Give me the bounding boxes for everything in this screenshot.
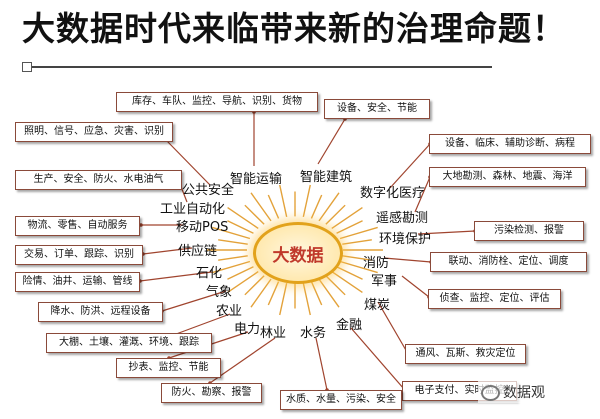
detail-box: 照明、信号、应急、灾害、识别 — [15, 122, 173, 142]
connector-line — [350, 327, 405, 390]
detail-box: 生产、安全、防火、水电油气 — [15, 170, 182, 190]
sunburst-ray — [279, 184, 288, 218]
sunburst-ray — [325, 275, 346, 296]
domain-label: 石化 — [196, 266, 223, 281]
detail-box: 降水、防洪、远程设备 — [38, 302, 163, 322]
watermark: 数据观 — [478, 381, 548, 403]
domain-label: 数字化医疗 — [360, 186, 426, 201]
connector-line — [401, 275, 430, 298]
domain-label: 工业自动化 — [160, 202, 226, 217]
connector-endpoint — [139, 223, 143, 227]
center-node: 大数据 — [253, 222, 343, 284]
sunburst-ray — [212, 260, 251, 274]
domain-label: 气象 — [206, 285, 233, 300]
domain-label: 环境保护 — [379, 232, 432, 247]
connector-line — [139, 271, 213, 282]
sunburst-ray — [218, 255, 248, 261]
sunburst-ray — [318, 278, 340, 308]
sunburst-ray — [227, 220, 254, 234]
detail-box: 污染检测、报警 — [474, 221, 584, 241]
sunburst-ray — [336, 220, 363, 234]
detail-box: 设备、临床、辅助诊断、病程 — [429, 134, 591, 154]
sunburst-ray — [339, 260, 378, 274]
sunburst-ray — [218, 239, 248, 245]
sunburst-ray — [302, 282, 311, 316]
domain-label: 军事 — [371, 274, 398, 289]
sunburst-ray — [279, 282, 288, 316]
sunburst-ray — [331, 206, 363, 229]
detail-box: 大地勘测、森林、地震、海洋 — [429, 167, 586, 187]
domain-label: 林业 — [260, 326, 287, 341]
wechat-logo-icon — [481, 385, 500, 401]
domain-label: 水务 — [300, 326, 327, 341]
connector-line — [161, 290, 227, 312]
domain-label: 智能建筑 — [300, 170, 353, 185]
detail-box: 设备、安全、节能 — [324, 99, 430, 119]
sunburst-ray — [250, 192, 272, 222]
connector-line — [165, 139, 211, 186]
detail-box: 大棚、土壤、灌溉、环境、跟踪 — [46, 333, 212, 353]
domain-label: 公共安全 — [182, 183, 235, 198]
sunburst-ray — [342, 239, 372, 245]
sunburst-ray — [331, 271, 363, 294]
sunburst-ray — [310, 281, 323, 306]
connector-line — [315, 337, 328, 391]
detail-box: 抄表、监控、节能 — [116, 358, 221, 378]
watermark-text: 数据观 — [503, 385, 545, 401]
center-label: 大数据 — [272, 246, 324, 266]
connector-line — [417, 230, 476, 235]
detail-box: 通风、瓦斯、救灾定位 — [405, 344, 526, 364]
sunburst-ray — [339, 226, 378, 240]
domain-label: 智能运输 — [230, 172, 283, 187]
domain-label: 电力 — [234, 322, 261, 337]
sunburst-ray — [212, 226, 251, 240]
detail-box: 交易、订单、跟踪、识别 — [15, 245, 143, 265]
sunburst-ray — [227, 206, 259, 229]
domain-label: 消防 — [363, 256, 390, 271]
sunburst-ray — [267, 194, 280, 219]
sunburst-ray — [336, 266, 363, 280]
domain-label: 遥感勘测 — [376, 211, 429, 226]
domain-label: 金融 — [336, 318, 363, 333]
domain-label: 农业 — [216, 304, 243, 319]
divider-marker — [22, 62, 32, 72]
connector-line — [377, 301, 408, 353]
detail-box: 侦查、监控、定位、评估 — [428, 289, 561, 309]
sunburst-ray — [267, 281, 280, 306]
sunburst-ray — [250, 278, 272, 308]
domain-label: 煤炭 — [364, 298, 391, 313]
detail-box: 险情、油井、运输、管线 — [15, 272, 140, 292]
page-title: 大数据时代来临带来新的治理命题！ — [22, 9, 566, 48]
sunburst-ray — [342, 255, 372, 261]
sunburst-ray — [227, 266, 254, 280]
sunburst-ray — [227, 271, 259, 294]
detail-box: 防火、勘察、报警 — [161, 383, 262, 403]
connector-line — [142, 247, 193, 255]
domain-label: 供应链 — [178, 244, 218, 259]
connector-line — [389, 143, 431, 189]
title-divider — [22, 62, 492, 72]
detail-box: 库存、车队、监控、导航、识别、货物 — [116, 92, 318, 112]
sunburst-ray — [310, 194, 323, 219]
domain-label: 移动POS — [176, 220, 229, 235]
sunburst-ray — [302, 184, 311, 218]
connector-line — [383, 257, 432, 263]
sunburst-ray — [244, 204, 265, 225]
detail-box: 物流、零售、自动服务 — [15, 216, 140, 236]
sunburst-ray — [244, 275, 265, 296]
sunburst-rays — [207, 184, 383, 316]
sunburst-ray — [318, 192, 340, 222]
detail-box: 联动、消防栓、定位、调度 — [430, 252, 587, 272]
sunburst-ray — [325, 204, 346, 225]
connector-line — [317, 118, 346, 165]
connector-line — [414, 176, 431, 213]
detail-box: 水质、水量、污染、安全 — [280, 390, 402, 410]
